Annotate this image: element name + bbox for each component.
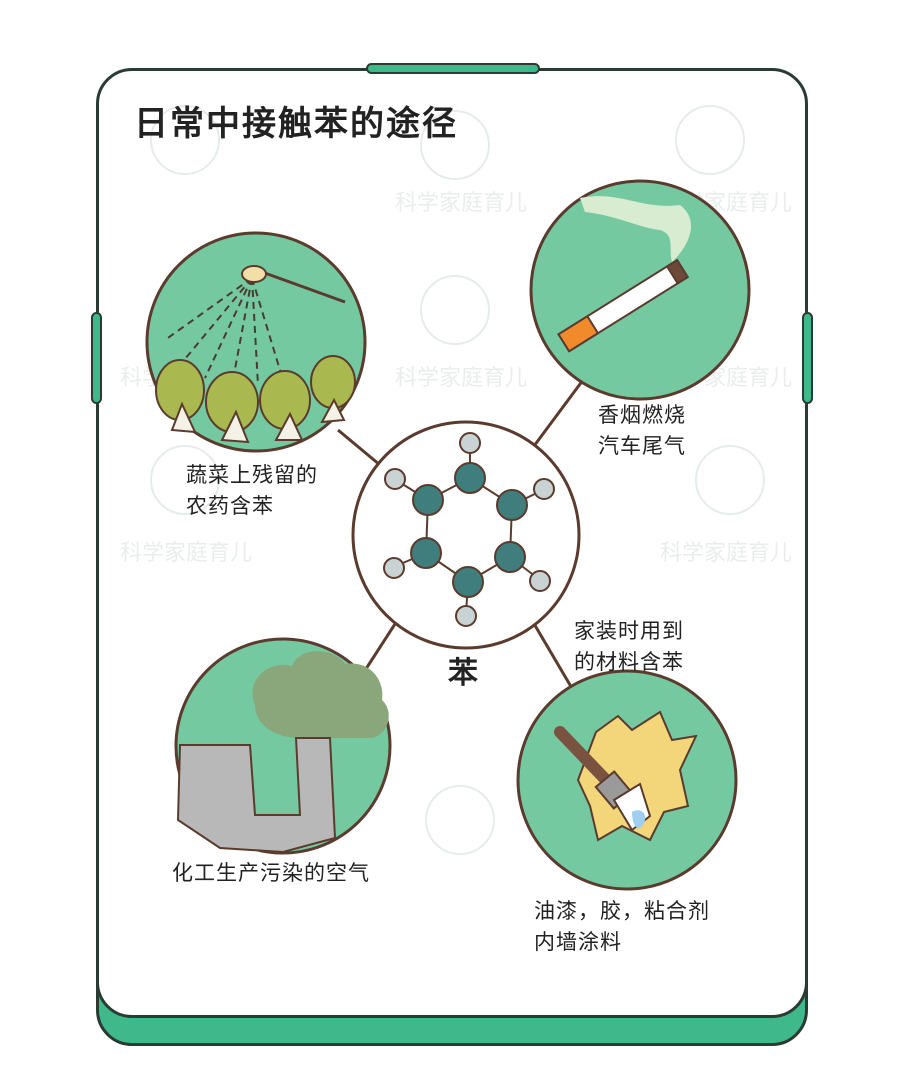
watermark-marks: [150, 105, 765, 855]
benzene-label: 苯: [448, 656, 478, 691]
watermark-text: 科学家庭育儿: [395, 366, 527, 391]
watermark-text: 科学家庭育儿: [120, 541, 252, 566]
top-tab: [366, 63, 540, 74]
decoration-label: 家装时用到 的材料含苯: [574, 619, 684, 674]
vegetables-pesticide-illustration: [145, 231, 367, 453]
factory-pollution-illustration: [174, 637, 392, 855]
watermark-text: 科学家庭育儿: [395, 191, 527, 216]
cigarette-smoke-illustration: [529, 179, 751, 401]
left-tab: [91, 312, 102, 404]
watermark-text: 科学家庭育儿: [660, 541, 792, 566]
vegetables-label: 蔬菜上残留的 农药含苯: [186, 463, 318, 518]
paint-brush-illustration: [516, 669, 738, 891]
paint-label: 油漆，胶，粘合剂 内墙涂料: [534, 899, 710, 954]
smoke-label: 香烟燃烧 汽车尾气: [598, 403, 686, 458]
factory-label: 化工生产污染的空气: [172, 861, 370, 885]
benzene-molecule: [351, 420, 581, 650]
page-title: 日常中接触苯的途径: [134, 104, 458, 144]
connector-lines: [337, 375, 588, 691]
right-tab: [802, 312, 813, 404]
